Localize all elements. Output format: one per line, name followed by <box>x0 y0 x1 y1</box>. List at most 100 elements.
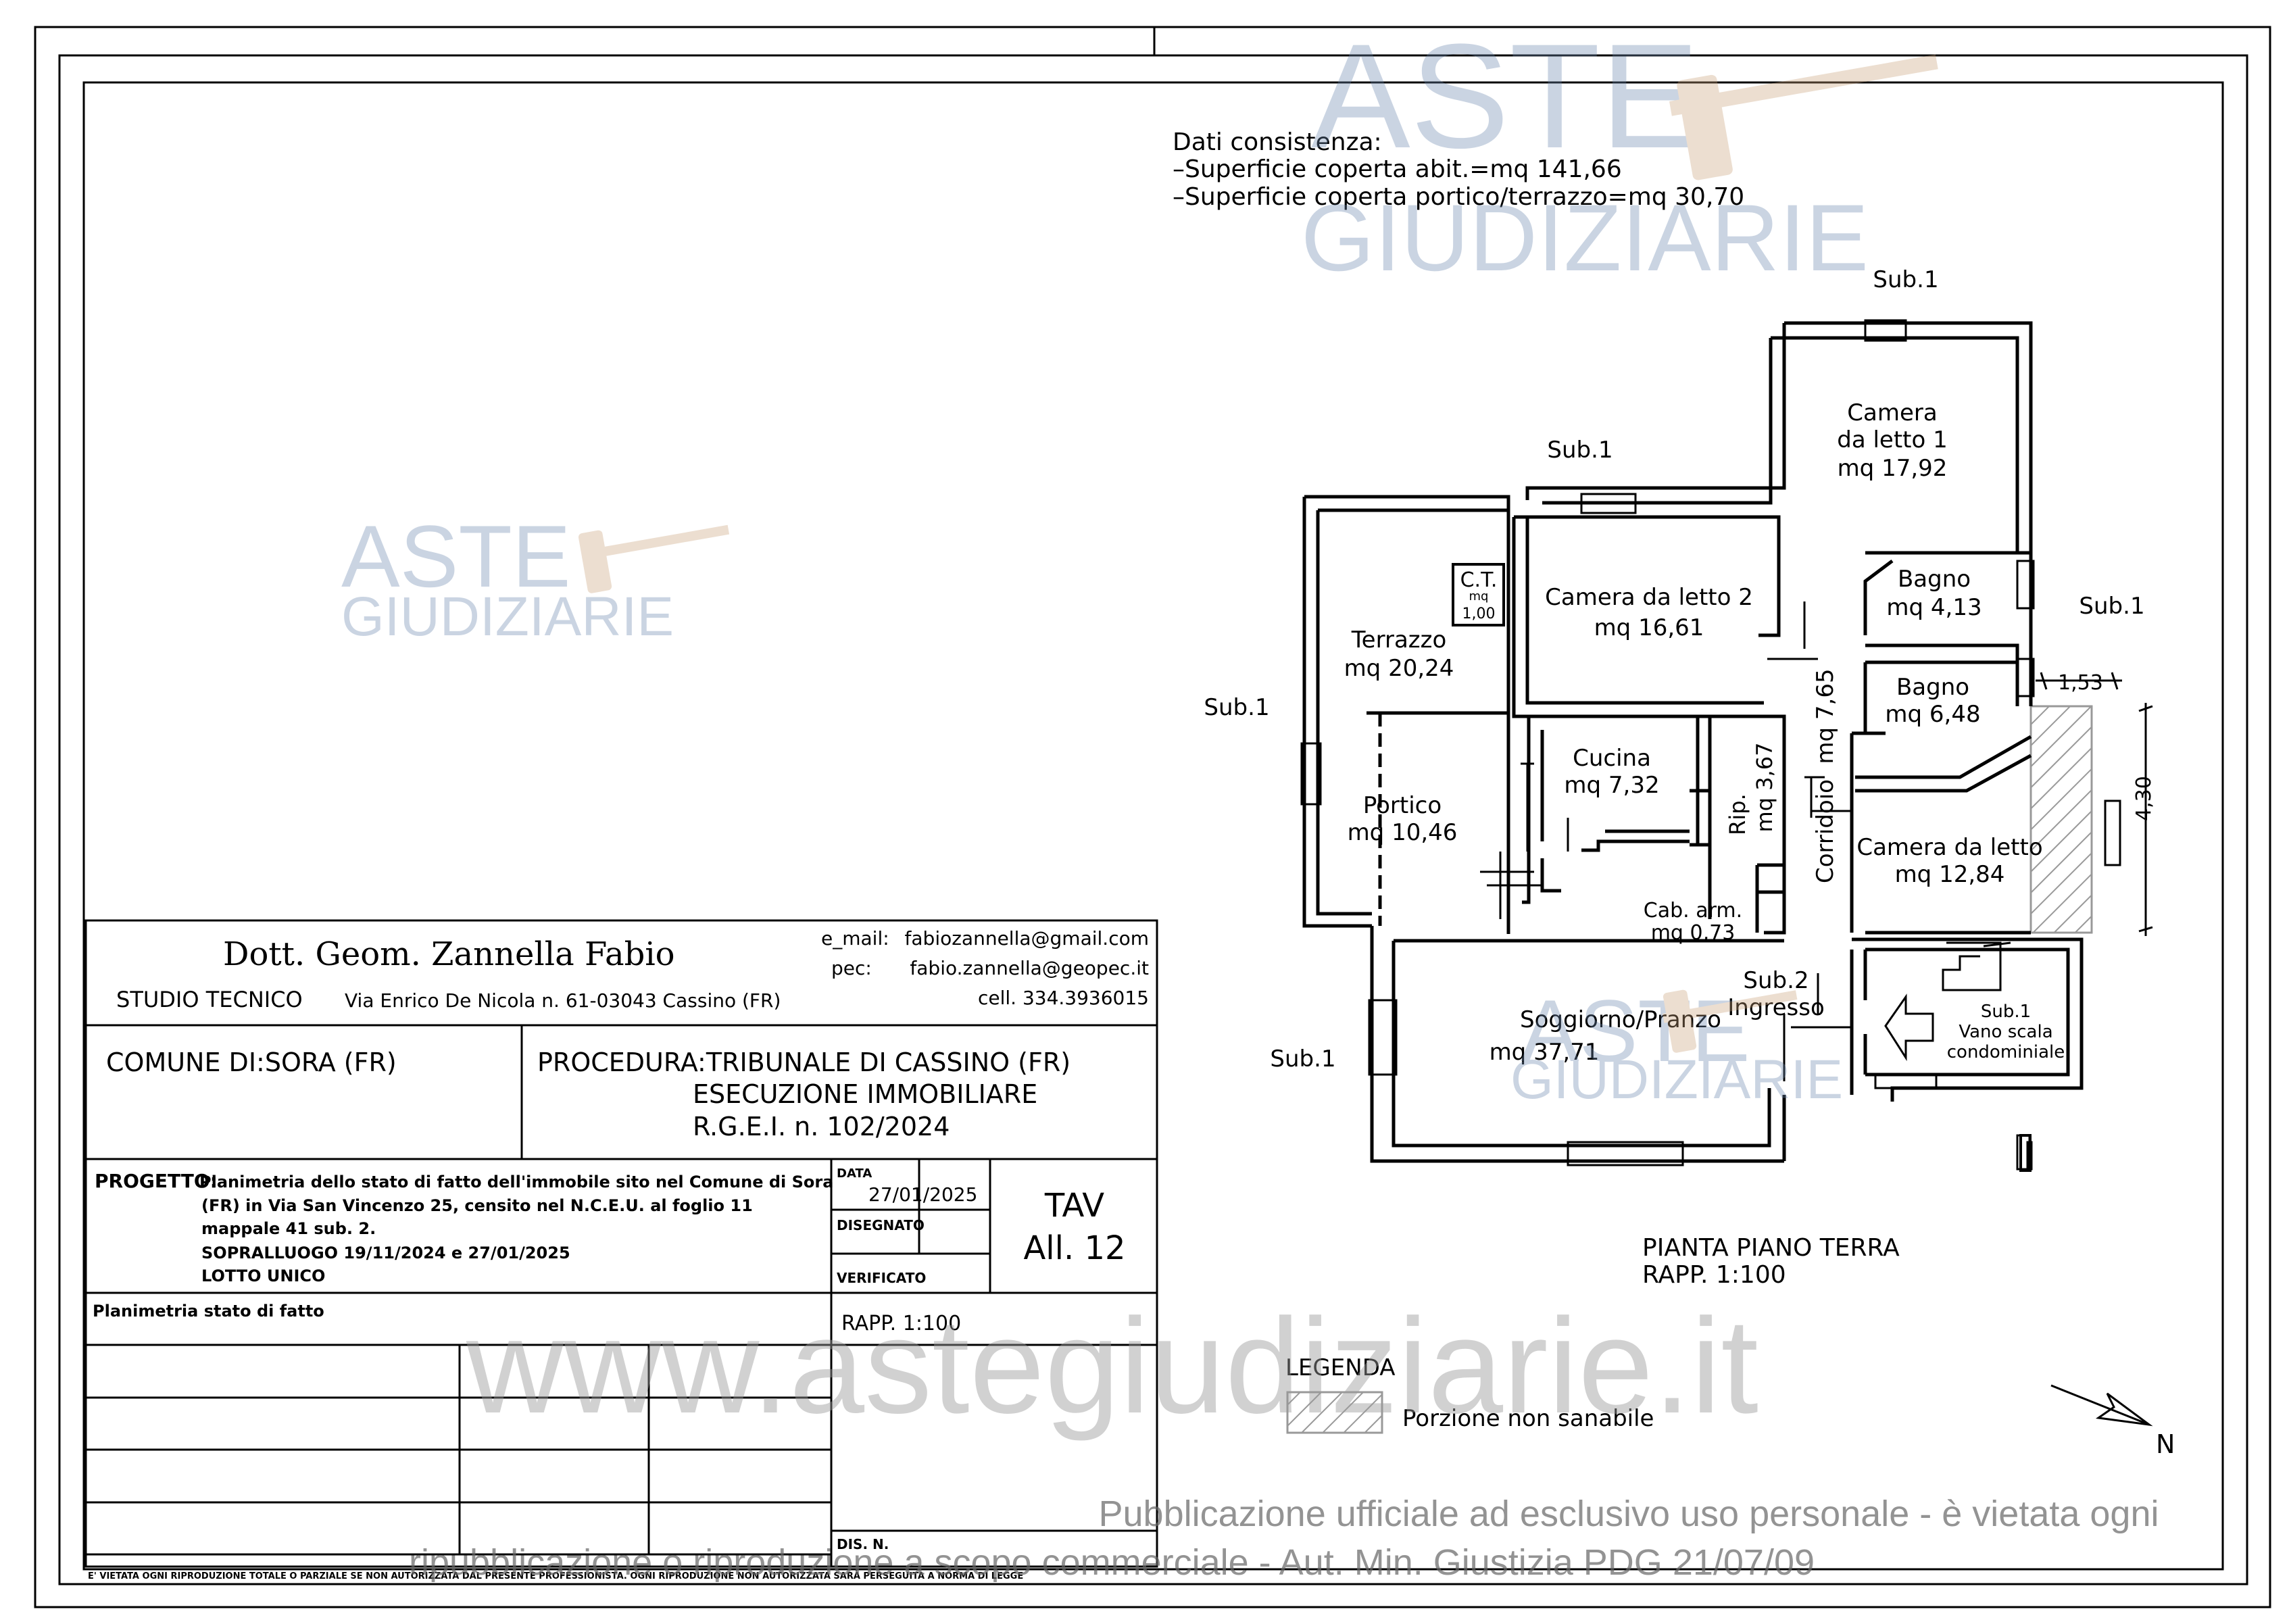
cucina-area: mq 7,32 <box>1564 772 1659 799</box>
progetto-line2: (FR) in Via San Vincenzo 25, censito nel… <box>201 1196 753 1215</box>
ingresso-sub: Sub.2 <box>1743 967 1808 994</box>
watermark-giudiziarie-center: GIUDIZIARIE <box>1510 1049 1843 1110</box>
plan-scale: RAPP. 1:100 <box>1642 1261 1786 1289</box>
camera1-name1: Camera <box>1847 399 1937 426</box>
cucina-name: Cucina <box>1573 745 1651 772</box>
planimetria-label: Planimetria stato di fatto <box>93 1302 324 1321</box>
rip-area: mq 3,67 <box>1752 743 1777 833</box>
north-arrow-icon: N <box>2050 1384 2175 1459</box>
progetto-line1: Planimetria dello stato di fatto dell'im… <box>199 1173 833 1191</box>
dimension-width: 1,53 <box>2058 671 2103 695</box>
dimension-height: 4,30 <box>2132 776 2156 821</box>
dis-n-label: DIS. N. <box>837 1536 889 1552</box>
non-sanabile-area <box>2029 705 2093 934</box>
bagno2-name: Bagno <box>1896 674 1969 701</box>
watermark-giudiziarie-left: GIUDIZIARIE <box>341 586 674 647</box>
north-label: N <box>2156 1429 2175 1459</box>
legend-item: Porzione non sanabile <box>1402 1405 1654 1432</box>
vano-sub: Sub.1 <box>1981 1002 2031 1022</box>
ct-unit: mq <box>1469 589 1489 604</box>
legend-title: LEGENDA <box>1285 1354 1396 1381</box>
neighbor-left: Sub.1 <box>1204 694 1269 721</box>
consistency-line-abit: –Superficie coperta abit.=mq 141,66 <box>1173 155 1622 183</box>
pillar-marker <box>2019 1134 2032 1172</box>
watermark-logo-center: ASTE GIUDIZIARIE <box>1510 981 1843 1110</box>
ct-name: C.T. <box>1460 568 1498 592</box>
ct-area: 1,00 <box>1462 606 1496 622</box>
corridoio-name: Corridoio <box>1812 779 1839 883</box>
procedura-line3: R.G.E.I. n. 102/2024 <box>693 1112 950 1141</box>
studio-label: STUDIO TECNICO <box>116 987 303 1012</box>
consistency-line-portico: –Superficie coperta portico/terrazzo=mq … <box>1173 183 1744 211</box>
email-value: fabiozannella@gmail.com <box>905 927 1149 950</box>
camera1-name2: da letto 1 <box>1837 426 1948 453</box>
ingresso-name: Ingresso <box>1727 994 1825 1021</box>
watermark-notice-2: ripubblicazione o riproduzione a scopo c… <box>409 1542 1815 1583</box>
cab-name: Cab. arm. <box>1644 899 1742 922</box>
progetto-line3: mappale 41 sub. 2. <box>201 1219 376 1238</box>
rip-name: Rip. <box>1725 793 1750 835</box>
watermark-aste-left: ASTE <box>341 507 571 606</box>
camera2-area: mq 16,61 <box>1594 614 1704 641</box>
bagno1-area: mq 4,13 <box>1886 594 1982 621</box>
watermark-url: www.astegiudiziarie.it <box>466 1291 1758 1442</box>
vano-name2: condominiale <box>1947 1042 2065 1062</box>
room-labels: Camera da letto 1 mq 17,92 Camera da let… <box>1344 399 2065 1066</box>
plan-title: PIANTA PIANO TERRA <box>1642 1234 1900 1262</box>
data-label: DATA <box>837 1166 872 1181</box>
footer-note: E' VIETATA OGNI RIPRODUZIONE TOTALE O PA… <box>88 1571 1023 1581</box>
corridoio-area: mq 7,65 <box>1812 668 1839 764</box>
progetto-label: PROGETTO: <box>95 1170 218 1192</box>
watermark-logo-left: ASTE GIUDIZIARIE <box>341 507 730 647</box>
neighbor-right: Sub.1 <box>2079 593 2144 620</box>
watermark-notice-1: Pubblicazione ufficiale ad esclusivo uso… <box>1099 1494 2159 1534</box>
cell-value: cell. 334.3936015 <box>978 987 1149 1009</box>
watermark-aste-top: ASTE <box>1311 13 1700 179</box>
cab-area: mq 0,73 <box>1651 921 1736 945</box>
studio-address: Via Enrico De Nicola n. 61-03043 Cassino… <box>345 989 781 1012</box>
verificato-label: VERIFICATO <box>837 1270 926 1286</box>
comune-label: COMUNE DI:SORA (FR) <box>106 1048 397 1077</box>
neighbor-top-left: Sub.1 <box>1547 437 1613 464</box>
portico-name: Portico <box>1363 792 1442 819</box>
camera3-name: Camera da letto <box>1856 834 2042 861</box>
procedura-line1: PROCEDURA:TRIBUNALE DI CASSINO (FR) <box>537 1048 1070 1077</box>
author-name: Dott. Geom. Zannella Fabio <box>223 935 675 973</box>
progetto-line4: SOPRALLUOGO 19/11/2024 e 27/01/2025 <box>201 1244 570 1262</box>
pec-label: pec: <box>831 957 872 979</box>
legend: LEGENDA Porzione non sanabile <box>1285 1354 1654 1434</box>
consistency-notes: Dati consistenza: –Superficie coperta ab… <box>1173 128 1744 211</box>
neighbor-top: Sub.1 <box>1873 266 1938 293</box>
soggiorno-area: mq 37,71 <box>1490 1039 1600 1066</box>
sheet-frames <box>34 26 2271 1608</box>
neighbor-bottom-left: Sub.1 <box>1270 1045 1335 1073</box>
gavel-icon <box>1662 989 1798 1053</box>
tav-label: TAV <box>1044 1187 1104 1225</box>
bagno2-area: mq 6,48 <box>1885 701 1980 728</box>
procedura-line2: ESECUZIONE IMMOBILIARE <box>693 1079 1037 1109</box>
neighbor-labels: Sub.1 Sub.1 Sub.1 Sub.1 Sub.1 <box>1204 266 2144 1073</box>
dimension-lines <box>2036 672 2153 936</box>
progetto-line5: LOTTO UNICO <box>201 1266 325 1285</box>
gavel-icon <box>578 524 730 593</box>
terrazzo-name: Terrazzo <box>1351 626 1447 654</box>
bagno1-name: Bagno <box>1898 566 1971 593</box>
watermark-logo-top: ASTE GIUDIZIARIE <box>1301 13 1938 291</box>
soggiorno-name: Soggiorno/Pranzo <box>1520 1006 1721 1033</box>
camera2-name: Camera da letto 2 <box>1545 584 1753 611</box>
vano-name: Vano scala <box>1959 1022 2052 1042</box>
portico-area: mq 10,46 <box>1348 819 1458 846</box>
watermark-giudiziarie-top: GIUDIZIARIE <box>1301 184 1869 291</box>
rapp-label: RAPP. 1:100 <box>841 1312 961 1335</box>
title-block: Dott. Geom. Zannella Fabio STUDIO TECNIC… <box>84 919 1158 1581</box>
data-value: 27/01/2025 <box>868 1183 977 1206</box>
gavel-icon <box>1669 54 1938 180</box>
allegato-label: All. 12 <box>1023 1229 1125 1267</box>
camera1-area: mq 17,92 <box>1838 455 1948 482</box>
pec-value: fabio.zannella@geopec.it <box>910 957 1149 979</box>
floor-plan-walls <box>1302 321 2084 1163</box>
terrazzo-area: mq 20,24 <box>1344 655 1454 682</box>
email-label: e_mail: <box>821 927 889 950</box>
legend-hatch-swatch <box>1286 1391 1383 1434</box>
